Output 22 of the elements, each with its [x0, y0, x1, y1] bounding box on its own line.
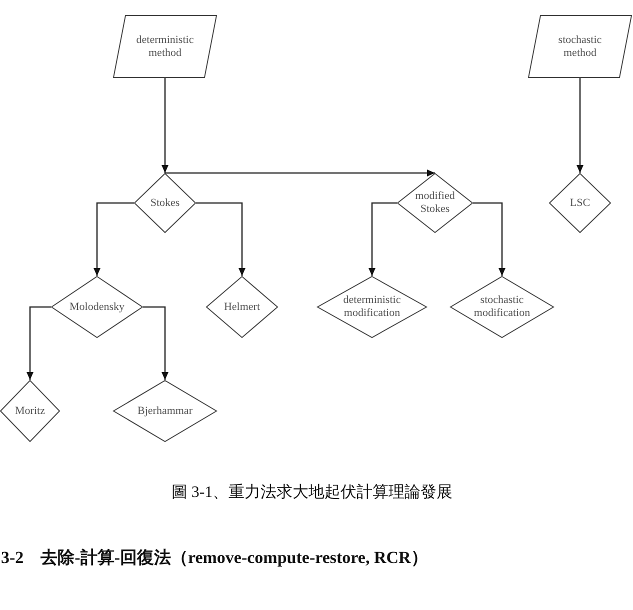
arrow — [165, 170, 435, 176]
decision-diamond: Helmert — [206, 276, 278, 338]
section-heading: 3-2 去除-計算-回復法（remove-compute-restore, RCR） — [1, 547, 428, 569]
arrow — [473, 202, 506, 276]
arrow — [143, 306, 168, 380]
figure-caption: 圖 3-1、重力法求大地起伏計算理論發展 — [171, 482, 453, 503]
decision-diamond: Stokes — [134, 173, 196, 233]
parallelogram-box: stochastic method — [528, 15, 632, 78]
decision-diamond: Bjerhammar — [113, 380, 217, 442]
arrow — [368, 202, 397, 276]
decision-diamond: Moritz — [0, 380, 60, 442]
arrow — [94, 202, 134, 276]
decision-diamond: modified Stokes — [397, 173, 473, 233]
decision-diamond: Molodensky — [51, 276, 143, 338]
arrow — [576, 78, 584, 173]
arrow — [196, 202, 246, 276]
decision-diamond: deterministic modification — [317, 276, 427, 338]
arrow — [162, 78, 168, 173]
decision-diamond: stochastic modification — [450, 276, 554, 338]
arrow — [26, 306, 51, 380]
parallelogram-box: deterministic method — [113, 15, 217, 78]
decision-diamond: LSC — [549, 173, 611, 233]
